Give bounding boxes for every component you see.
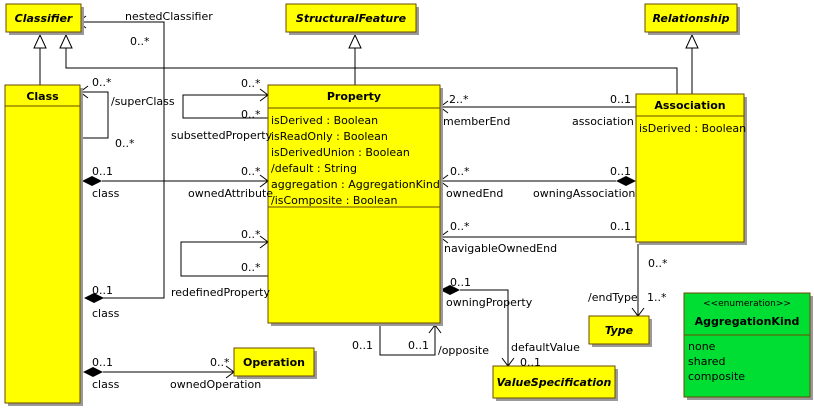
enum-aggregation-kind[interactable]: <<enumeration>> AggregationKind none sha… [683,292,813,400]
attribute: isDerivedUnion : Boolean [271,146,410,159]
generalization-arrowhead [685,33,699,49]
multiplicity-label: 0..* [241,77,261,90]
association-default-value [460,289,509,366]
class-name: Class [26,90,59,103]
class-structural-feature[interactable]: StructuralFeature [285,3,419,35]
class-name: Classifier [15,12,73,25]
association-superclass [80,91,109,139]
class-name: StructuralFeature [296,12,407,25]
enum-literal: none [688,340,716,353]
association-nested-classifier [78,21,165,299]
class-association[interactable]: Association isDerived : Boolean [635,93,747,245]
multiplicity-label: 0..* [115,137,135,150]
multiplicity-label: 0..* [92,76,112,89]
multiplicity-label: 0..* [241,261,261,274]
multiplicity-label: 2..* [449,93,469,106]
attribute: /isComposite : Boolean [271,194,397,207]
class-operation[interactable]: Operation [233,347,317,379]
role-label: owningProperty [446,296,533,309]
role-label: defaultValue [511,341,580,354]
role-label: ownedAttribute [188,187,273,200]
attribute: /default : String [271,162,357,175]
role-label: class [92,307,120,320]
role-label: ownedEnd [446,187,503,200]
role-label: owningAssociation [533,187,635,200]
multiplicity-label: 0..* [450,220,470,233]
multiplicity-label: 0..1 [610,220,631,233]
multiplicity-label: 0..* [648,257,668,270]
enum-literal: shared [688,355,725,368]
class-relationship[interactable]: Relationship [644,3,740,35]
composition-diamond [82,176,102,186]
class-name: Property [327,90,381,103]
association-redefined-property [180,241,268,277]
role-label: memberEnd [443,115,510,128]
class-name: Type [605,324,634,337]
multiplicity-label: 0..* [241,108,261,121]
association-opposite [379,325,436,356]
role-label: ownedOperation [170,378,261,391]
multiplicity-label: 0..* [130,35,150,48]
role-label: /opposite [438,344,489,357]
composition-diamond [616,176,636,186]
composition-diamond [84,293,104,303]
multiplicity-label: 0..* [241,165,261,178]
class-name: ValueSpecification [497,376,612,389]
class-property[interactable]: Property isDerived : Boolean isReadOnly … [267,84,443,326]
generalization-arrowhead [33,33,47,49]
role-label: subsettedProperty [171,129,273,142]
attribute: isDerived : Boolean [271,114,378,127]
attribute: isReadOnly : Boolean [271,130,388,143]
composition-diamond [83,367,103,377]
role-label: /endType [588,291,638,304]
generalization-arrowhead [348,33,362,49]
role-label: navigableOwnedEnd [444,242,557,255]
multiplicity-label: 0..1 [92,356,113,369]
role-label: redefinedProperty [171,286,270,299]
multiplicity-label: 0..1 [92,165,113,178]
multiplicity-label: 1..* [647,291,667,304]
multiplicity-label: 0..* [450,165,470,178]
generalization-association-classifier [65,48,678,94]
association-subsetted-property [182,94,268,119]
association-labels: nestedClassifier 0..* 0..* /superClass 0… [92,10,668,391]
enum-literal: composite [688,370,745,383]
role-label: class [92,378,120,391]
multiplicity-label: 0..* [241,228,261,241]
multiplicity-label: 0..1 [610,165,631,178]
role-label: nestedClassifier [125,10,213,23]
multiplicity-label: 0..* [210,356,230,369]
attribute: aggregation : AggregationKind [271,178,440,191]
multiplicity-label: 0..1 [92,284,113,297]
generalization-arrowhead [59,33,73,49]
multiplicity-label: 0..1 [408,339,429,352]
enum-name: AggregationKind [695,315,800,328]
class-name: Relationship [652,12,729,25]
multiplicity-label: 0..1 [352,339,373,352]
class-value-specification[interactable]: ValueSpecification [492,365,618,401]
class-name: Association [654,99,725,112]
multiplicity-label: 0..1 [520,356,541,369]
stereotype: <<enumeration>> [703,299,791,309]
role-label: class [92,187,120,200]
connectors [33,15,699,379]
class-type[interactable]: Type [588,315,652,347]
class-classifier[interactable]: Classifier [5,3,84,35]
multiplicity-label: 0..1 [610,93,631,106]
multiplicity-label: 0..1 [450,276,471,289]
role-label: /superClass [111,95,175,108]
role-label: association [572,115,634,128]
attribute: isDerived : Boolean [639,122,746,135]
class-name: Operation [243,356,305,369]
composition-diamond [440,285,460,295]
class-class[interactable]: Class [4,84,83,406]
